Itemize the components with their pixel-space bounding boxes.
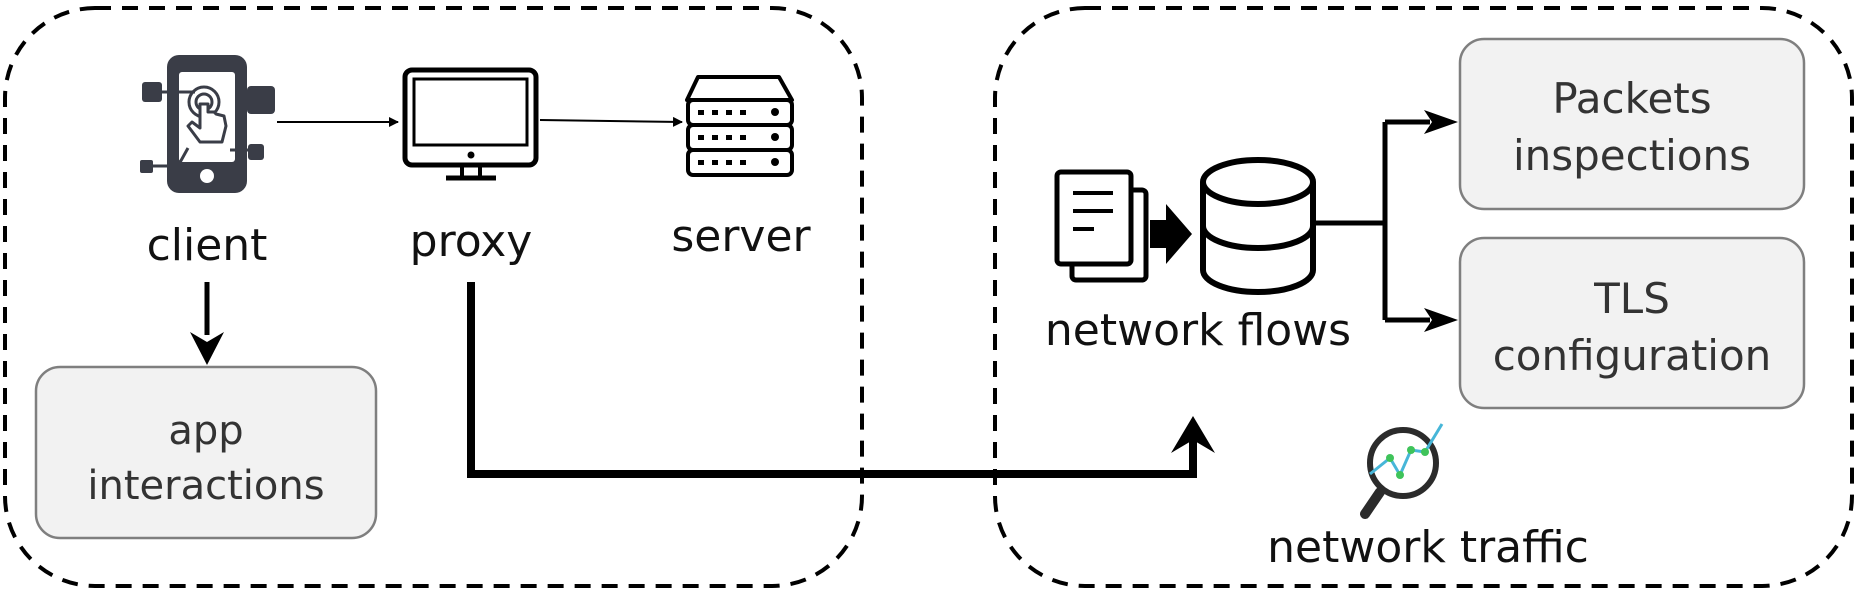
tls-configuration-line1: TLS: [1593, 274, 1670, 323]
database-icon: [1200, 157, 1316, 295]
network-flows-label: network flows: [1045, 305, 1351, 356]
right-panel-frame: [993, 6, 1854, 588]
app-interactions-line2: interactions: [87, 463, 324, 509]
arrow-proxy-to-server: [539, 116, 683, 127]
arrowhead-packets: [1424, 110, 1458, 134]
documents-icon: [1054, 169, 1149, 283]
monitor-icon: [402, 67, 539, 181]
arrowhead-tls: [1424, 308, 1458, 332]
server-label: server: [671, 211, 811, 262]
tls-configuration-line2: configuration: [1493, 331, 1772, 380]
arrow-proxy-to-network-flows: [467, 282, 1197, 478]
client-label: client: [147, 220, 268, 271]
arrowhead-network-flows: [1171, 416, 1215, 453]
packets-inspections-box: [1458, 37, 1806, 211]
packets-inspections-line2: inspections: [1513, 131, 1751, 180]
left-panel-frame: [3, 6, 864, 588]
proxy-label: proxy: [410, 216, 533, 267]
server-icon: [685, 75, 794, 177]
app-interactions-box: [34, 365, 378, 540]
smartphone-icon: [140, 55, 275, 193]
arrowhead-client-to-app: [190, 332, 224, 365]
packets-inspections-line1: Packets: [1552, 74, 1711, 123]
magnifier-chart-icon: [1360, 423, 1444, 519]
app-interactions-line1: app: [168, 408, 243, 454]
tls-configuration-box: [1458, 236, 1806, 410]
arrow-docs-to-database: [1150, 204, 1192, 264]
connector-db-branch: [1316, 119, 1430, 323]
network-traffic-label: network traffic: [1267, 522, 1589, 573]
